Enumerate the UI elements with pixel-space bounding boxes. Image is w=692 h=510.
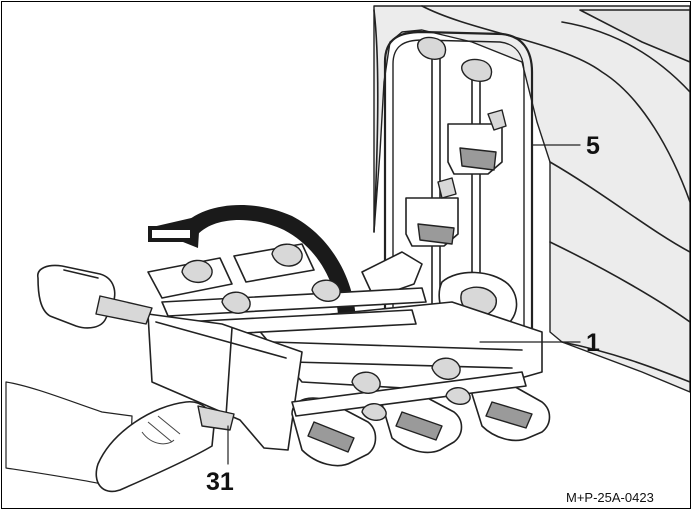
fold-direction-arrow	[148, 204, 356, 338]
vehicle-rear	[373, 5, 690, 393]
callout-31: 31	[206, 468, 234, 496]
reference-code: M+P-25A-0423	[566, 490, 654, 505]
leader-lines	[227, 144, 581, 465]
wheel-rails	[147, 243, 427, 337]
callout-1: 1	[586, 329, 600, 357]
callout-5: 5	[586, 132, 600, 160]
wheel-trays	[291, 357, 551, 467]
operator-foot	[5, 381, 235, 493]
rear-light-panel	[37, 264, 303, 451]
